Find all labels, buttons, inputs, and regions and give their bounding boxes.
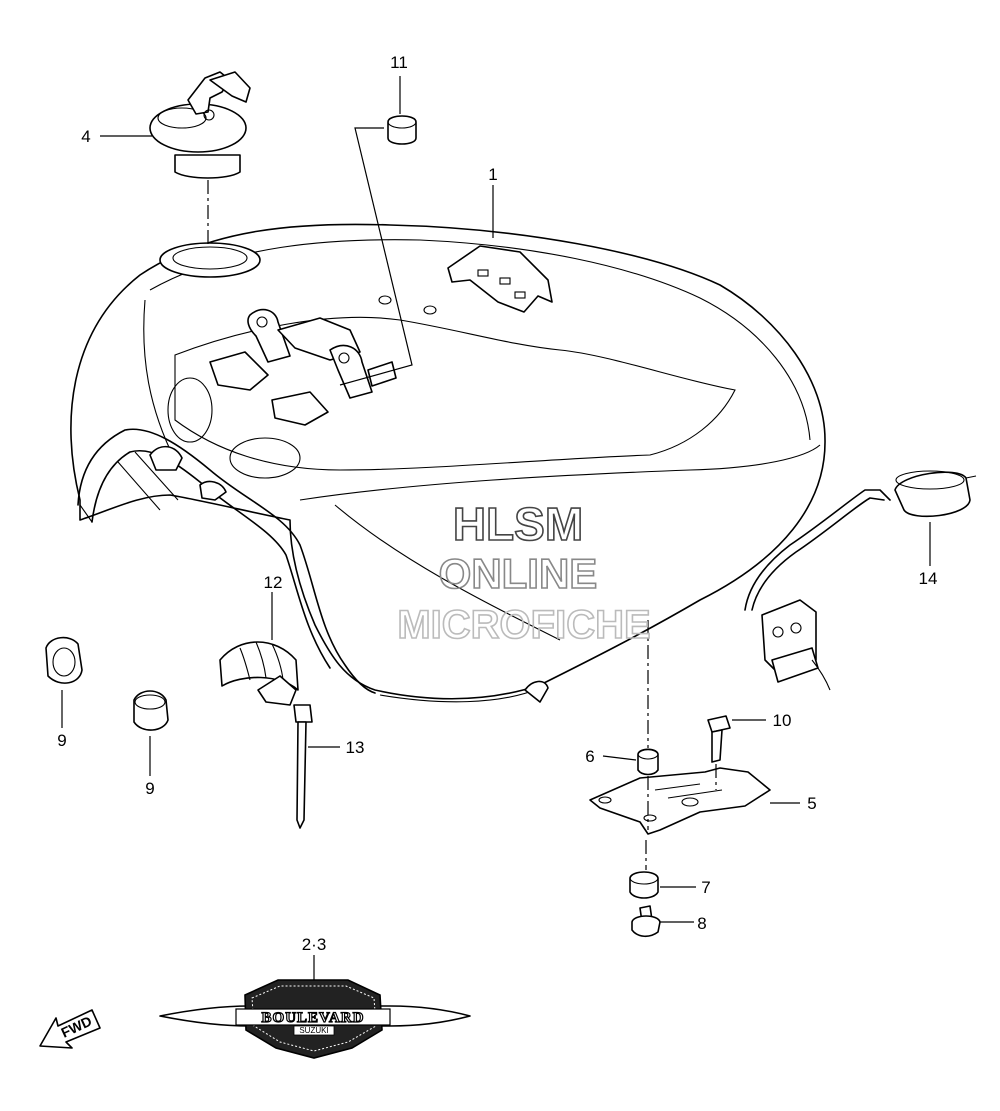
cushion-9b[interactable] — [133, 690, 169, 731]
callout-5: 5 — [807, 794, 816, 813]
callout-10: 10 — [773, 711, 792, 730]
cushion-6[interactable] — [637, 748, 659, 776]
callout-1: 1 — [488, 165, 497, 184]
fuel-tank[interactable] — [70, 223, 826, 703]
callout-9-right: 9 — [145, 779, 154, 798]
cushion-7[interactable] — [629, 871, 659, 899]
callout-6: 6 — [585, 747, 594, 766]
watermark: HLSM ONLINE MICROFICHE — [397, 497, 652, 648]
emblem-maker-text: SUZUKI — [299, 1026, 328, 1035]
cushion-12[interactable] — [219, 641, 299, 706]
callout-numbers: 1 2·3 4 5 6 7 8 9 9 10 11 12 13 14 — [57, 53, 937, 954]
fuel-cap[interactable] — [149, 71, 251, 179]
forward-direction-arrow: FWD — [39, 1009, 101, 1049]
callout-4: 4 — [81, 127, 90, 146]
fuel-level-gauge-14[interactable] — [744, 470, 977, 691]
emblem-brand-text: BOULEVARD — [262, 1010, 365, 1026]
cushion-9a[interactable] — [45, 636, 83, 684]
callout-13: 13 — [346, 738, 365, 757]
bolt-10[interactable] — [707, 715, 731, 763]
callout-14: 14 — [919, 569, 938, 588]
emblem-boulevard[interactable]: BOULEVARD SUZUKI — [159, 979, 471, 1059]
bolt-8[interactable] — [631, 905, 661, 938]
grommet-11[interactable] — [387, 115, 417, 145]
callout-8: 8 — [697, 914, 706, 933]
callout-2-3: 2·3 — [302, 935, 327, 954]
watermark-line-3: MICROFICHE — [397, 603, 650, 647]
callout-7: 7 — [701, 878, 710, 897]
leader-lines — [61, 76, 931, 980]
watermark-line-2: ONLINE — [439, 550, 598, 597]
watermark-line-1: HLSM — [453, 498, 583, 550]
callout-12: 12 — [264, 573, 283, 592]
bracket-5[interactable] — [589, 767, 771, 835]
callout-9-left: 9 — [57, 731, 66, 750]
callout-11: 11 — [390, 53, 408, 72]
cable-tie-13[interactable] — [293, 704, 313, 829]
